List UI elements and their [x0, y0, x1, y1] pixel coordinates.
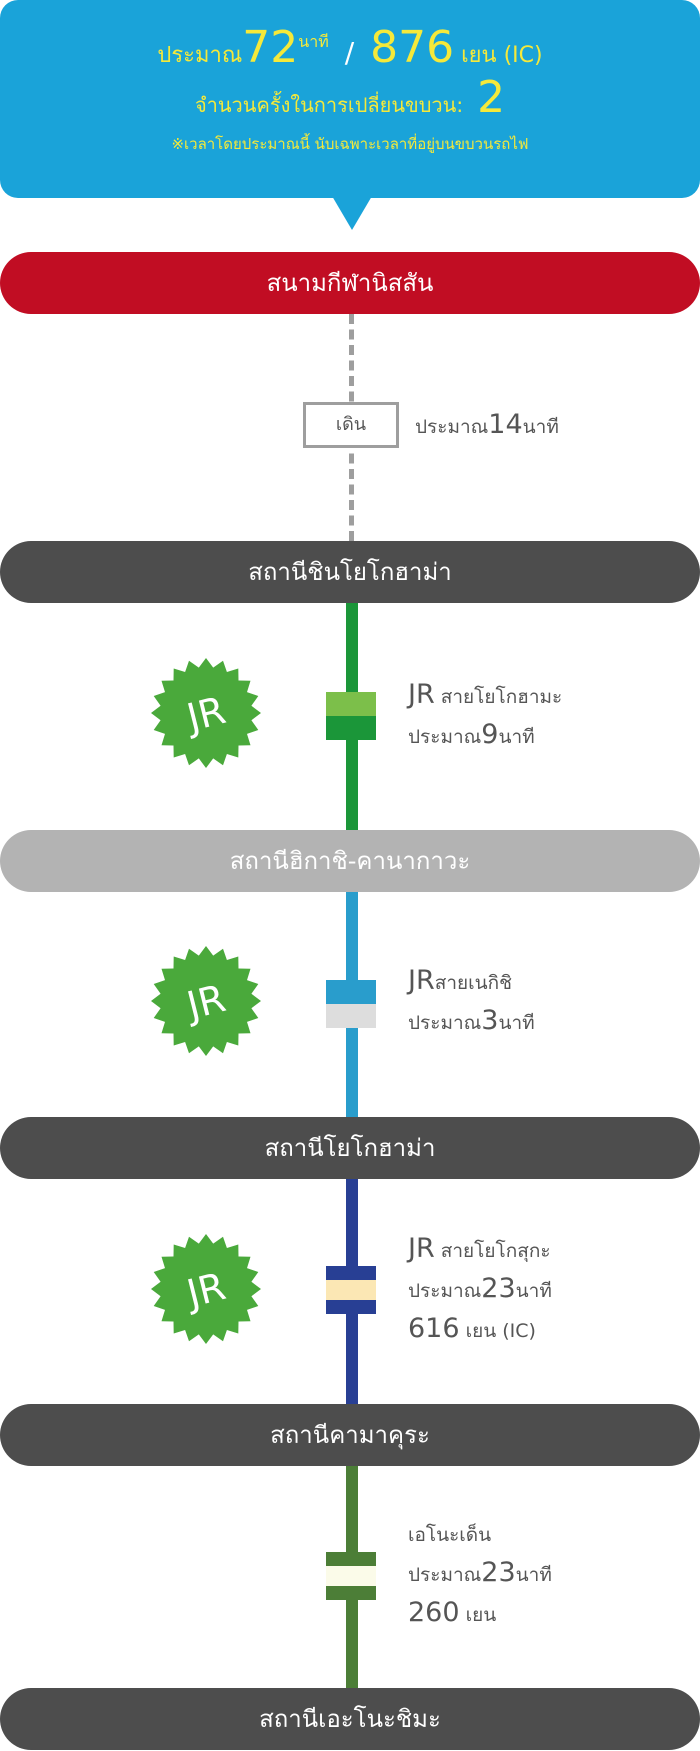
fare-value: 616	[408, 1313, 460, 1344]
segment-info-jr-yokosuka: JR สายโยโกสุกะ ประมาณ23นาที 616 เยน (IC)	[408, 1230, 552, 1350]
station-nissan-stadium: สนามกีฬานิสสัน	[0, 252, 700, 314]
jr-logo-badge: JR	[151, 1234, 261, 1344]
fare-unit: เยน (IC)	[459, 1320, 536, 1342]
fare-value: 876	[370, 22, 455, 73]
station-enoshima: สถานีเอะโนะชิมะ	[0, 1688, 700, 1750]
route-summary: ประมาณ72นาที / 876 เยน (IC) จำนวนครั้งในกา…	[0, 0, 700, 198]
operator-name: JR	[408, 679, 435, 710]
jr-logo-badge: JR	[151, 946, 261, 1056]
line-color-mark-jr-negishi	[326, 980, 376, 1028]
jr-logo-badge: JR	[151, 658, 261, 768]
duration-value: 23	[481, 1273, 516, 1304]
segment-info-jr-negishi: JRสายเนกิชิ ประมาณ3นาที	[408, 962, 535, 1042]
duration-value: 23	[481, 1557, 516, 1588]
duration-prefix: ประมาณ	[408, 726, 482, 748]
duration-prefix: ประมาณ	[415, 416, 489, 438]
duration-prefix: ประมาณ	[408, 1564, 482, 1586]
time-value: 72	[242, 22, 299, 73]
slash: /	[344, 36, 355, 69]
fare-unit: เยน (IC)	[454, 43, 543, 68]
transfers-label: จำนวนครั้งในการเปลี่ยนขบวน:	[194, 93, 464, 117]
duration-unit: นาที	[515, 1564, 552, 1586]
station-shin-yokohama: สถานีชินโยโกฮาม่า	[0, 541, 700, 603]
summary-note: ※เวลาโดยประมาณนี้ นับเฉพาะเวลาที่อยู่บนข…	[171, 135, 529, 153]
line-name: สายเนกิชิ	[434, 972, 513, 994]
segment-info-enoden: เอโนะเด็น ประมาณ23นาที 260 เยน	[408, 1516, 552, 1634]
duration-unit: นาที	[515, 1280, 552, 1302]
line-color-mark-jr-yokosuka	[326, 1266, 376, 1314]
summary-pointer	[332, 196, 372, 230]
duration-value: 3	[481, 1005, 499, 1036]
fare-unit: เยน	[459, 1604, 497, 1626]
duration-unit: นาที	[498, 726, 535, 748]
duration-unit: นาที	[498, 1012, 535, 1034]
station-kamakura: สถานีคามาคุระ	[0, 1404, 700, 1466]
duration-prefix: ประมาณ	[408, 1280, 482, 1302]
walk-duration: ประมาณ14นาที	[415, 406, 559, 446]
station-yokohama: สถานีโยโกฮาม่า	[0, 1117, 700, 1179]
segment-info-jr-yokohama: JR สายโยโกฮามะ ประมาณ9นาที	[408, 676, 562, 756]
line-name: สายโยโกฮามะ	[434, 686, 563, 708]
line-color-mark-jr-yokohama	[326, 692, 376, 740]
operator-name: JR	[408, 965, 435, 996]
summary-time-fare: ประมาณ72นาที / 876 เยน (IC)	[0, 22, 700, 73]
summary-transfers: จำนวนครั้งในการเปลี่ยนขบวน: 2	[0, 72, 700, 123]
line-name: สายโยโกสุกะ	[434, 1240, 551, 1262]
line-name: เอโนะเด็น	[408, 1524, 492, 1546]
station-higashi-kanagawa: สถานีฮิกาชิ-คานากาวะ	[0, 830, 700, 892]
duration-value: 9	[481, 719, 499, 750]
duration-unit: นาที	[522, 416, 559, 438]
time-prefix: ประมาณ	[157, 43, 243, 68]
duration-prefix: ประมาณ	[408, 1012, 482, 1034]
fare-value: 260	[408, 1597, 460, 1628]
transfers-value: 2	[477, 72, 506, 123]
time-unit: นาที	[298, 32, 329, 51]
line-color-mark-enoden	[326, 1552, 376, 1600]
duration-value: 14	[488, 409, 523, 440]
walk-mode-label: เดิน	[303, 402, 399, 448]
operator-name: JR	[408, 1233, 435, 1264]
